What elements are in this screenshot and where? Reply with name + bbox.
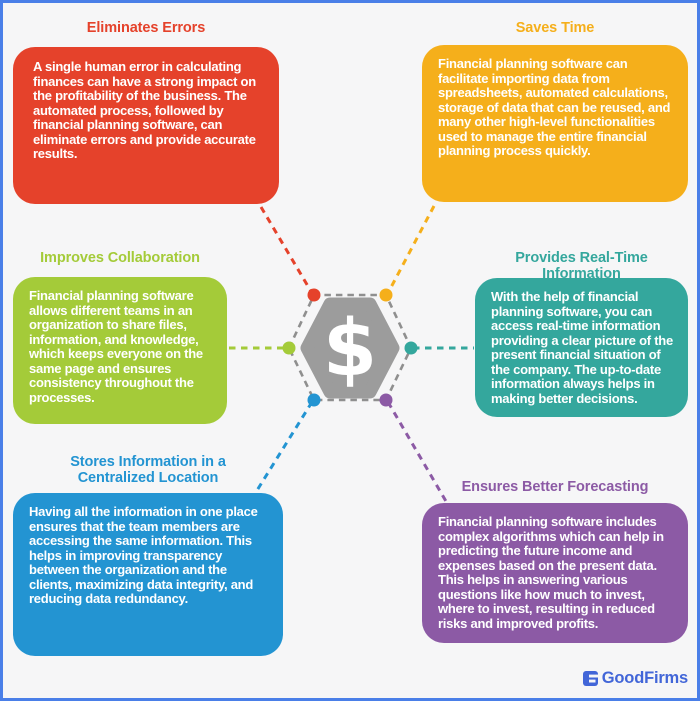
vertex-dot-better-forecasting (379, 393, 393, 407)
section-body-eliminates-errors: A single human error in calculating fina… (33, 59, 256, 161)
vertex-dot-eliminates-errors (307, 288, 321, 302)
section-body-centralized-location: Having all the information in one place … (29, 504, 258, 606)
hexagon-core (300, 297, 400, 399)
goodfirms-wordmark: GoodFirms (601, 669, 688, 687)
section-title-centralized-location: Stores Information in a Centralized Loca… (70, 454, 226, 486)
brand-footer: GoodFirms (582, 669, 688, 688)
vertex-dot-saves-time (379, 288, 393, 302)
section-body-improves-collaboration: Financial planning software allows diffe… (29, 288, 203, 405)
section-card-centralized-location: Having all the information in one place … (13, 493, 283, 656)
connector-line-eliminates-errors (259, 206, 314, 294)
dollar-icon: $ (323, 304, 377, 394)
section-body-real-time-information: With the help of financial planning soft… (491, 289, 673, 406)
section-body-saves-time: Financial planning software can facilita… (438, 56, 671, 158)
section-card-saves-time: Financial planning software can facilita… (422, 45, 688, 202)
section-title-eliminates-errors: Eliminates Errors (86, 20, 206, 36)
goodfirms-logo-icon (582, 671, 598, 686)
section-card-better-forecasting: Financial planning software includes com… (422, 503, 688, 643)
section-title-real-time-information: Provides Real-Time Information (515, 250, 648, 282)
section-card-real-time-information: With the help of financial planning soft… (475, 278, 688, 417)
section-card-improves-collaboration: Financial planning software allows diffe… (13, 277, 227, 424)
connector-line-better-forecasting (386, 401, 449, 504)
vertex-dot-real-time-information (404, 341, 418, 355)
section-title-better-forecasting: Ensures Better Forecasting (461, 479, 649, 495)
section-card-eliminates-errors: A single human error in calculating fina… (13, 47, 279, 204)
connector-line-saves-time (386, 205, 436, 294)
connector-line-centralized-location (254, 401, 314, 493)
section-title-saves-time: Saves Time (515, 20, 595, 36)
section-body-better-forecasting: Financial planning software includes com… (438, 514, 664, 631)
section-title-improves-collaboration: Improves Collaboration (40, 250, 200, 266)
vertex-dot-improves-collaboration (282, 341, 296, 355)
vertex-dot-centralized-location (307, 393, 321, 407)
